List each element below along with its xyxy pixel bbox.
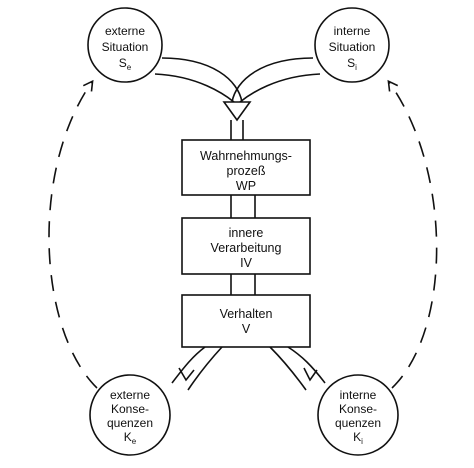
channel-ext-consequences-inner: [187, 346, 223, 391]
channel-ext-situation-outer: [161, 57, 243, 103]
node-ext-situation: externe Situation Se: [87, 7, 163, 83]
situation-channels: [154, 57, 321, 103]
int-consequences-symbol: Ki: [353, 430, 363, 446]
connector-perception-processing: [230, 195, 256, 218]
consequence-channels: [171, 346, 326, 391]
node-int-consequences: interne Konse- quenzen Ki: [317, 374, 399, 456]
ext-situation-line-1: externe: [105, 24, 145, 38]
int-situation-circle: [314, 7, 390, 83]
processing-line-1: innere: [229, 226, 264, 240]
processing-line-2: Verarbeitung: [211, 241, 282, 255]
channel-ext-consequences-outer: [171, 346, 206, 384]
channel-int-situation-inner: [239, 73, 321, 103]
ext-situation-circle: [87, 7, 163, 83]
channel-int-consequences-outer: [287, 346, 326, 384]
node-ext-consequences: externe Konse- quenzen Ke: [89, 374, 171, 456]
ext-consequences-line-3: quenzen: [107, 416, 153, 430]
ext-situation-symbol: Se: [119, 56, 132, 72]
behavior-box: [181, 294, 311, 348]
feedback-loop-external: [48, 79, 98, 389]
feedback-loop-internal: [387, 79, 438, 389]
processing-abbr: IV: [240, 256, 252, 270]
ext-situation-line-2: Situation: [102, 40, 149, 54]
ext-consequences-line-2: Konse-: [111, 402, 149, 416]
channel-int-consequences-inner: [269, 346, 307, 391]
behavior-abbr: V: [242, 322, 251, 336]
perception-input-neck: [230, 120, 244, 140]
behavior-line-1: Verhalten: [220, 307, 273, 321]
perception-line-2: prozeß: [227, 164, 266, 178]
ext-consequences-symbol: Ke: [124, 430, 137, 446]
connector-processing-behavior: [230, 274, 256, 295]
ext-consequences-line-1: externe: [110, 388, 150, 402]
int-consequences-circle: [317, 374, 399, 456]
channel-int-situation-outer: [231, 57, 314, 103]
ext-consequences-circle: [89, 374, 171, 456]
perception-input-arrow: [222, 101, 252, 122]
ext-consequences-arrow-mark: [178, 367, 195, 382]
int-consequences-line-2: Konse-: [339, 402, 377, 416]
perception-line-1: Wahrnehmungs-: [200, 149, 292, 163]
int-situation-symbol: Si: [347, 56, 357, 72]
int-situation-line-1: interne: [334, 24, 371, 38]
node-int-situation: interne Situation Si: [314, 7, 390, 83]
perception-box: [181, 139, 311, 196]
int-consequences-line-1: interne: [340, 388, 377, 402]
perception-abbr: WP: [236, 179, 256, 193]
int-consequences-arrow-mark: [303, 367, 318, 382]
process-chain: Wahrnehmungs- prozeß WP innere Verarbeit…: [181, 139, 311, 348]
int-situation-line-2: Situation: [329, 40, 376, 54]
processing-box: [181, 217, 311, 275]
channel-ext-situation-inner: [154, 73, 235, 103]
int-consequences-line-3: quenzen: [335, 416, 381, 430]
